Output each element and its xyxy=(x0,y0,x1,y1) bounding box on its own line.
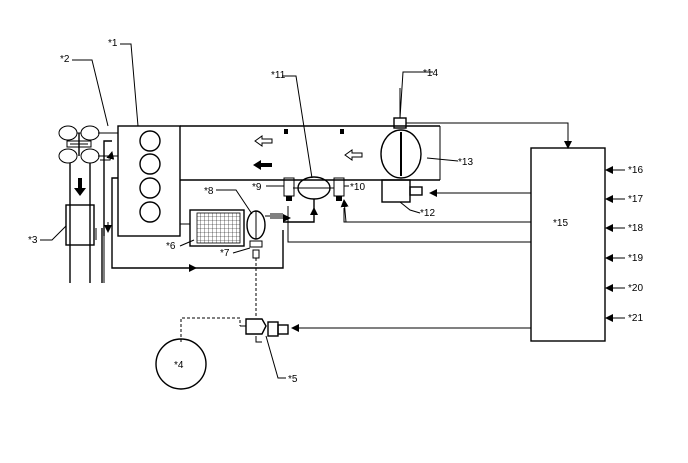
callout-20: *20 xyxy=(628,283,643,294)
vacuum-tank xyxy=(155,317,241,390)
callout-10: *10 xyxy=(350,182,365,193)
callout-12: *12 xyxy=(420,208,435,219)
callout-13: *13 xyxy=(458,157,473,168)
callout-5: *5 xyxy=(288,374,298,385)
callout-11: *11 xyxy=(271,70,286,81)
callout-2: *2 xyxy=(60,54,70,65)
egr-cooler xyxy=(180,209,245,247)
callout-8: *8 xyxy=(204,186,214,197)
vsv-assembly xyxy=(240,258,289,343)
callout-6: *6 xyxy=(166,241,176,252)
callout-3: *3 xyxy=(28,235,38,246)
sensor-14 xyxy=(393,88,407,129)
actuator-12 xyxy=(381,179,423,203)
engine-block xyxy=(117,125,181,237)
callout-9: *9 xyxy=(252,182,262,193)
bypass-valve xyxy=(246,210,291,259)
callout-7: *7 xyxy=(220,248,230,259)
callout-19: *19 xyxy=(628,253,643,264)
exhaust-pipe xyxy=(65,163,95,283)
ecu xyxy=(530,147,606,342)
leader-lines xyxy=(40,43,459,379)
callout-14: *14 xyxy=(423,68,438,79)
callout-15: *15 xyxy=(553,218,568,229)
callout-18: *18 xyxy=(628,223,643,234)
turbocharger xyxy=(58,125,118,164)
callout-1: *1 xyxy=(108,38,118,49)
ecu-wiring xyxy=(287,122,625,332)
callout-16: *16 xyxy=(628,165,643,176)
exhaust-manifold-lines xyxy=(95,140,284,283)
callout-21: *21 xyxy=(628,313,643,324)
throttle-valve xyxy=(380,129,422,179)
egr-valve xyxy=(270,176,345,223)
callout-4: *4 xyxy=(174,360,184,371)
callout-17: *17 xyxy=(628,194,643,205)
